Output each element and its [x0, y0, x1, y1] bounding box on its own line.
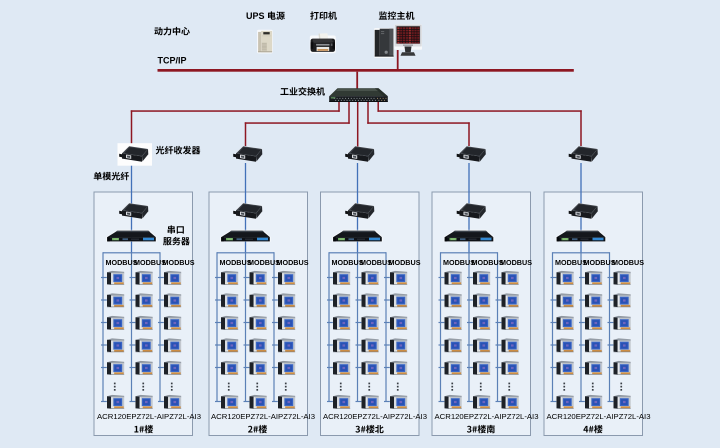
svg-text:MODBUS: MODBUS	[220, 258, 252, 267]
svg-text:MODBUS: MODBUS	[612, 258, 644, 267]
svg-text:MODBUS: MODBUS	[332, 258, 364, 267]
svg-text:MODBUS: MODBUS	[277, 258, 309, 267]
svg-text:MODBUS: MODBUS	[584, 258, 616, 267]
svg-text:ACR120EPZ72L-AIPZ72L-AI3: ACR120EPZ72L-AIPZ72L-AI3	[547, 412, 651, 421]
svg-text:MODBUS: MODBUS	[106, 258, 138, 267]
svg-text:MODBUS: MODBUS	[555, 258, 587, 267]
svg-text:MODBUS: MODBUS	[134, 258, 166, 267]
svg-text:MODBUS: MODBUS	[443, 258, 475, 267]
svg-text:ACR120EPZ72L-AIPZ72L-AI3: ACR120EPZ72L-AIPZ72L-AI3	[211, 412, 315, 421]
svg-text:ACR120EPZ72L-AIPZ72L-AI3: ACR120EPZ72L-AIPZ72L-AI3	[435, 412, 539, 421]
svg-text:MODBUS: MODBUS	[248, 258, 280, 267]
svg-text:MODBUS: MODBUS	[163, 258, 195, 267]
svg-text:MODBUS: MODBUS	[500, 258, 532, 267]
svg-text:ACR120EPZ72L-AIPZ72L-AI3: ACR120EPZ72L-AIPZ72L-AI3	[323, 412, 427, 421]
svg-text:ACR120EPZ72L-AIPZ72L-AI3: ACR120EPZ72L-AIPZ72L-AI3	[97, 412, 201, 421]
svg-text:MODBUS: MODBUS	[472, 258, 504, 267]
svg-text:TCP/IP: TCP/IP	[158, 56, 187, 66]
svg-text:MODBUS: MODBUS	[389, 258, 421, 267]
svg-text:UPS: UPS	[246, 11, 265, 21]
svg-text:MODBUS: MODBUS	[360, 258, 392, 267]
